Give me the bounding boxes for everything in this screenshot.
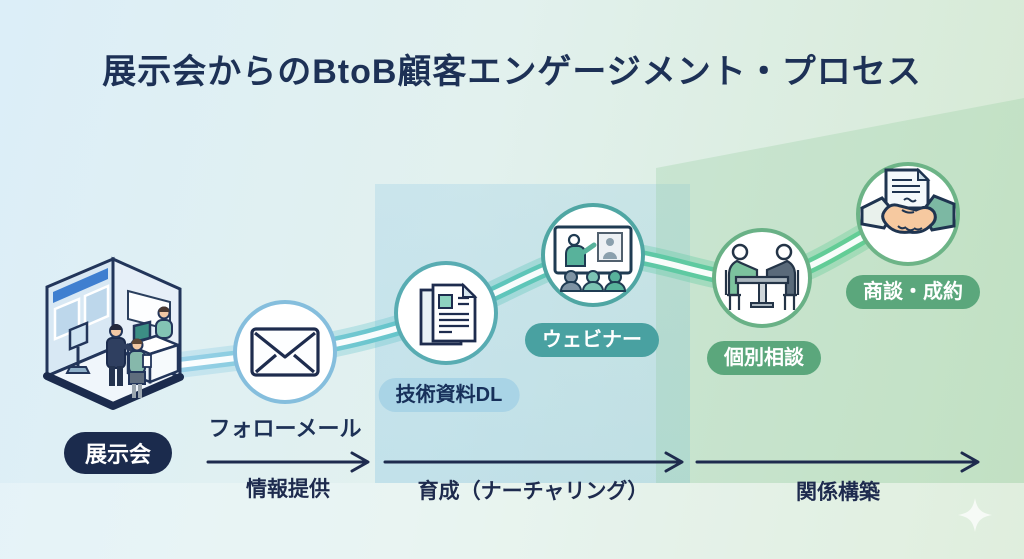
step-circle-doc-dl: [394, 261, 498, 365]
envelope-icon: [250, 327, 320, 377]
step-circle-consultation: [712, 228, 812, 328]
phase-label-information: 情報提供: [246, 478, 330, 501]
phase-arrows: [206, 451, 980, 473]
step-circle-follow-mail: [233, 300, 337, 404]
phase-arrow-2: [383, 451, 684, 473]
phase-arrow-3: [695, 451, 980, 473]
step-label-deal: 商談・成約: [846, 275, 980, 309]
step-label-doc-dl: 技術資料DL: [378, 378, 520, 412]
webinar-icon: [553, 225, 633, 292]
handshake-icon: [860, 167, 956, 234]
background-bottom-band: [0, 483, 1024, 559]
page-title: 展示会からのBtoB顧客エンゲージメント・プロセス: [102, 53, 922, 91]
exhibition-badge: 展示会: [63, 432, 173, 474]
step-label-webinar: ウェビナー: [525, 323, 659, 357]
exhibition-booth-illustration: [43, 256, 184, 410]
step-label-follow-mail: フォローメール: [208, 416, 362, 441]
documents-icon: [419, 282, 478, 346]
phase-label-relationship: 関係構築: [796, 481, 880, 504]
consultation-icon: [724, 243, 800, 310]
phase-label-nurturing: 育成（ナーチャリング）: [417, 480, 649, 503]
phase-arrow-1: [206, 451, 370, 473]
sparkle-icon: [958, 498, 992, 532]
step-label-consultation: 個別相談: [707, 341, 821, 375]
step-circle-deal: [856, 162, 960, 266]
step-circle-webinar: [541, 203, 645, 307]
